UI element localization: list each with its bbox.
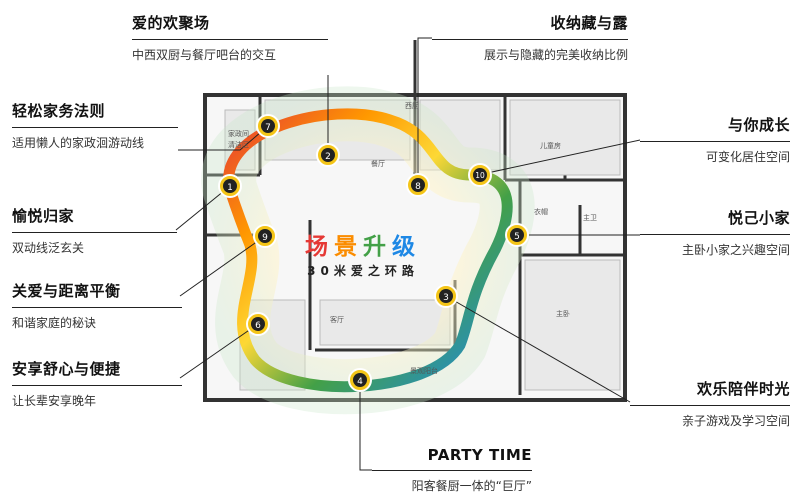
label-entry: 愉悦归家 双动线泛玄关 xyxy=(12,205,177,256)
label-grow: 与你成长 可变化居住空间 xyxy=(640,114,790,165)
title-char: 升 xyxy=(363,234,392,260)
title-char: 景 xyxy=(334,234,363,260)
svg-text:7: 7 xyxy=(265,123,271,133)
label-subtitle: 展示与隐藏的完美收纳比例 xyxy=(483,48,628,62)
marker-7: 7 xyxy=(256,114,280,138)
svg-text:衣帽: 衣帽 xyxy=(534,207,548,216)
center-subtitle: 30米爱之环路 xyxy=(307,264,419,278)
svg-text:4: 4 xyxy=(357,377,363,387)
marker-4: 4 xyxy=(348,368,372,392)
svg-text:清洁区: 清洁区 xyxy=(228,140,249,149)
svg-text:西厨: 西厨 xyxy=(405,102,419,110)
love-loop-path xyxy=(223,108,513,393)
svg-text:景观阳台: 景观阳台 xyxy=(410,366,438,375)
marker-3: 3 xyxy=(434,284,458,308)
label-title: 收纳藏与露 xyxy=(550,14,628,32)
label-subtitle: 和谐家庭的秘诀 xyxy=(12,316,97,330)
label-title: 轻松家务法则 xyxy=(12,102,106,120)
svg-text:9: 9 xyxy=(262,233,268,243)
label-storage: 收纳藏与露 展示与隐藏的完美收纳比例 xyxy=(432,12,628,63)
label-subtitle: 双动线泛玄关 xyxy=(12,241,85,255)
label-subtitle: 中西双厨与餐厅吧台的交互 xyxy=(132,48,277,62)
label-title: PARTY TIME xyxy=(427,446,532,464)
label-kids: 欢乐陪伴时光 亲子游戏及学习空间 xyxy=(630,378,790,429)
svg-text:6: 6 xyxy=(255,321,261,331)
svg-text:8: 8 xyxy=(415,182,421,192)
svg-text:客厅: 客厅 xyxy=(330,315,344,324)
marker-5: 5 xyxy=(505,223,529,247)
svg-text:家政间: 家政间 xyxy=(228,129,249,138)
label-title: 安享舒心与便捷 xyxy=(12,360,121,378)
marker-6: 6 xyxy=(246,312,270,336)
label-balance: 关爱与距离平衡 和谐家庭的秘诀 xyxy=(12,280,182,331)
marker-10: 10 xyxy=(468,163,492,187)
label-title: 爱的欢聚场 xyxy=(132,14,210,32)
svg-text:餐厅: 餐厅 xyxy=(371,159,385,168)
label-title: 悦己小家 xyxy=(727,209,790,227)
svg-text:儿童房: 儿童房 xyxy=(540,141,561,150)
label-subtitle: 可变化居住空间 xyxy=(705,150,790,164)
label-master: 悦己小家 主卧小家之兴趣空间 xyxy=(640,207,790,258)
leader-lines xyxy=(175,37,641,471)
room-labels: 西厨 餐厅 家政间 清洁区 儿童房 主卧 衣帽 主卫 景观阳台 客厅 xyxy=(228,102,597,375)
label-housework: 轻松家务法则 适用懒人的家政洄游动线 xyxy=(12,100,190,151)
label-subtitle: 主卧小家之兴趣空间 xyxy=(681,243,790,257)
svg-text:10: 10 xyxy=(475,171,485,180)
title-char: 级 xyxy=(392,234,421,260)
svg-text:主卫: 主卫 xyxy=(583,213,597,222)
marker-2: 2 xyxy=(316,143,340,167)
marker-9: 9 xyxy=(253,224,277,248)
label-subtitle: 适用懒人的家政洄游动线 xyxy=(12,136,145,150)
label-party: PARTY TIME 阳客餐厨一体的“巨厅” xyxy=(372,446,532,494)
title-chars: 场景升级 xyxy=(283,227,443,261)
markers: 1 2 3 4 5 6 7 8 9 10 xyxy=(218,114,529,392)
label-title: 愉悦归家 xyxy=(12,207,75,225)
label-subtitle: 亲子游戏及学习空间 xyxy=(681,414,790,428)
label-title: 关爱与距离平衡 xyxy=(12,282,121,300)
label-subtitle: 让长辈安享晚年 xyxy=(12,394,97,408)
label-love-kitchen: 爱的欢聚场 中西双厨与餐厅吧台的交互 xyxy=(132,12,332,63)
marker-8: 8 xyxy=(406,173,430,197)
label-title: 与你成长 xyxy=(727,116,790,134)
svg-text:主卧: 主卧 xyxy=(556,309,570,318)
svg-text:3: 3 xyxy=(443,293,449,303)
svg-text:2: 2 xyxy=(325,152,331,162)
center-title: 场景升级 30米爱之环路 xyxy=(283,227,443,279)
marker-1: 1 xyxy=(218,174,242,198)
svg-text:5: 5 xyxy=(514,232,520,242)
svg-text:1: 1 xyxy=(227,183,233,193)
label-title: 欢乐陪伴时光 xyxy=(696,380,790,398)
label-elder: 安享舒心与便捷 让长辈安享晚年 xyxy=(12,358,182,409)
label-subtitle: 阳客餐厨一体的“巨厅” xyxy=(411,479,532,493)
title-char: 场 xyxy=(305,234,334,260)
